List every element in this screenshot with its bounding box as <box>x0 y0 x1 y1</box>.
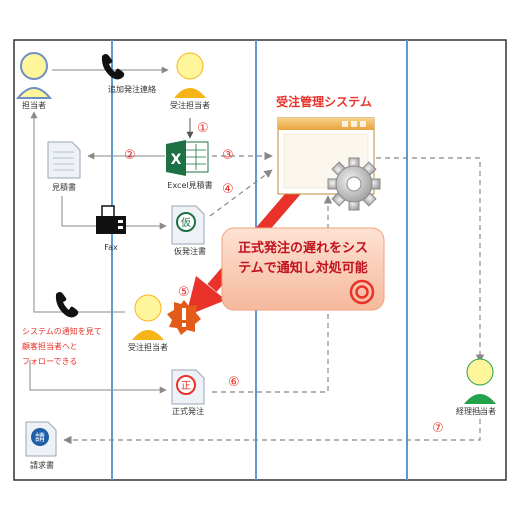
step-2: ② <box>124 148 136 163</box>
phone-icon <box>101 54 125 80</box>
label-seikyusho: 請求書 <box>30 460 54 470</box>
sei-stamp: 正 <box>181 381 191 392</box>
label-tsuika-renraku: 追加発注連絡 <box>108 84 156 94</box>
arrow-to-accounting <box>376 157 485 363</box>
step-7: ⑦ <box>432 421 444 436</box>
label-kari-hacchusho: 仮発注書 <box>174 246 206 256</box>
arrow-fax <box>61 196 167 230</box>
person-tantousha-icon <box>15 52 53 99</box>
callout-line1: 正式発注の遅れをシス <box>238 240 368 256</box>
excel-letter: X <box>171 152 182 168</box>
step-1: ① <box>197 121 209 136</box>
label-seishiki-hacchu: 正式発注 <box>172 406 204 416</box>
system-window-icon <box>277 117 375 195</box>
callout-mark-text: ◎ <box>0 0 1 1</box>
sei-doc-stamp: 請 <box>35 431 45 444</box>
alert-icon <box>167 300 201 335</box>
step-4: ④ <box>222 182 234 197</box>
arrow-step7 <box>63 410 481 445</box>
document-seikyusho-icon: 請 <box>25 421 57 457</box>
person-juchu-mid-icon <box>132 294 164 340</box>
kari-stamp: 仮 <box>181 216 191 229</box>
arrow-phone-return <box>30 111 125 313</box>
person-keiri-icon <box>464 358 496 404</box>
label-keiri: 経理担当者 <box>456 406 496 416</box>
red-note-line2: 顧客担当者へと <box>22 341 78 351</box>
arrow-formal-order <box>29 360 167 394</box>
step-3: ③ <box>222 148 234 163</box>
label-tantousha: 担当者 <box>22 100 46 110</box>
red-note-line3: フォローできる <box>22 357 77 366</box>
document-mitsumorisho-icon <box>47 141 81 179</box>
system-title: 受注管理システム <box>276 94 372 109</box>
label-mitsumorisho: 見積書 <box>52 182 76 192</box>
label-fax: Fax <box>104 243 118 252</box>
fax-icon <box>96 205 126 234</box>
double-circle-mark <box>349 279 375 305</box>
callout-box <box>221 227 385 311</box>
document-seishiki-hacchu-icon: 正 <box>171 369 205 405</box>
red-note-line1: システムの通知を見て <box>22 326 102 336</box>
label-excel-mitsumorisho: Excel見積書 <box>167 180 212 190</box>
arrow-step4 <box>209 169 273 217</box>
label-juchu-mid: 受注担当者 <box>128 342 168 352</box>
document-kari-hacchusho-icon: 仮 <box>171 205 205 245</box>
step-5: ⑤ <box>178 285 190 300</box>
step-6: ⑥ <box>228 375 240 390</box>
excel-icon: X <box>166 140 209 176</box>
gear-icon <box>327 157 381 211</box>
callout-line2: テムで通知し対処可能 <box>238 260 368 276</box>
phone-icon-mid <box>55 292 79 318</box>
label-juchu-top: 受注担当者 <box>170 100 210 110</box>
person-juchu-top-icon <box>174 52 206 98</box>
